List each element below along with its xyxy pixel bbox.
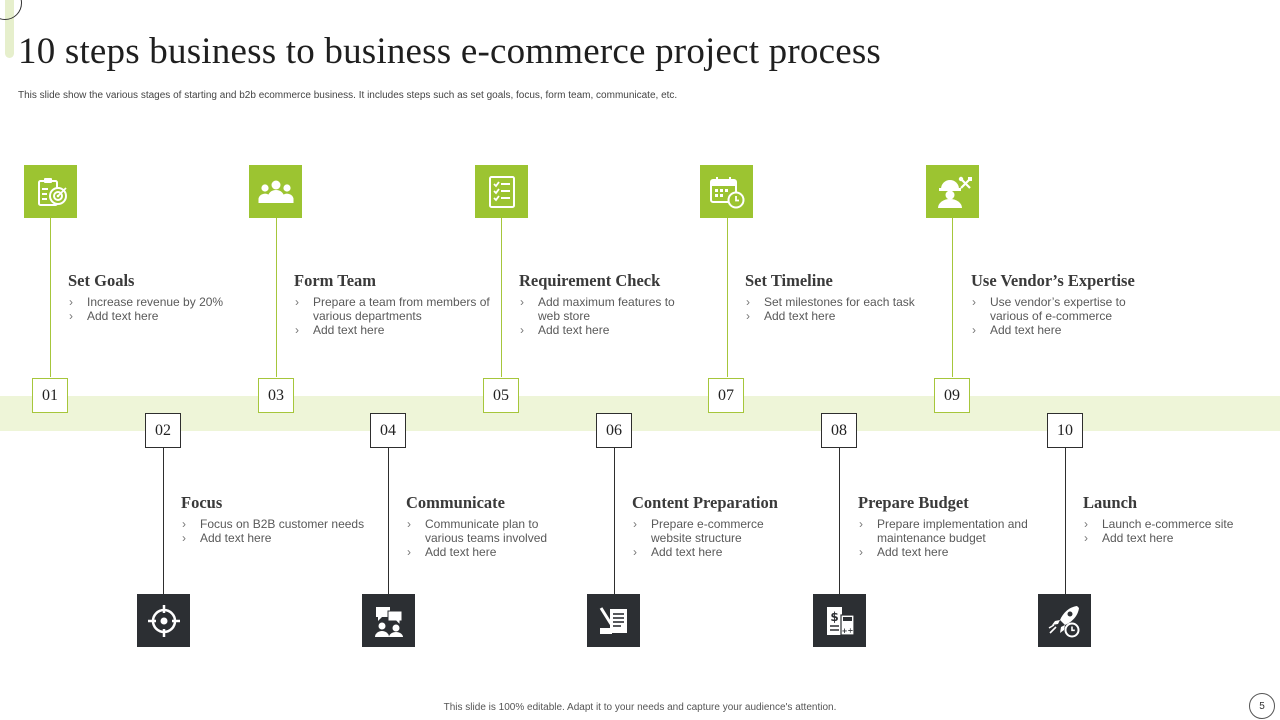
goal-target-icon [24, 165, 77, 218]
step-title: Use Vendor’s Expertise [971, 271, 1135, 290]
bullet-item: Add text here [971, 323, 1141, 337]
step-title: Content Preparation [632, 493, 778, 512]
connector-line [388, 448, 389, 594]
bullet-item: Add text here [68, 309, 243, 323]
connector-line [727, 217, 728, 377]
connector-line [614, 448, 615, 594]
step-bullets: Increase revenue by 20% Add text here [68, 295, 243, 323]
bullet-item: Add maximum features to web store [519, 295, 694, 323]
step-number-badge: 05 [483, 378, 519, 413]
connector-line [163, 448, 164, 594]
bullet-item: Set milestones for each task [745, 295, 935, 309]
page-subtitle: This slide show the various stages of st… [18, 90, 678, 101]
calendar-clock-icon [700, 165, 753, 218]
bullet-item: Prepare implementation and maintenance b… [858, 517, 1038, 545]
step-number-badge: 08 [821, 413, 857, 448]
bullet-item: Increase revenue by 20% [68, 295, 243, 309]
step-bullets: Use vendor’s expertise to various of e-c… [971, 295, 1141, 337]
bullet-item: Focus on B2B customer needs [181, 517, 376, 531]
bullet-item: Use vendor’s expertise to various of e-c… [971, 295, 1141, 323]
bullet-item: Add text here [181, 531, 376, 545]
svg-text:$: $ [830, 610, 838, 624]
step-number-badge: 02 [145, 413, 181, 448]
connector-line [50, 217, 51, 377]
bullet-item: Prepare a team from members of various d… [294, 295, 494, 323]
step-number-badge: 07 [708, 378, 744, 413]
timeline-band [0, 396, 1280, 431]
connector-line [276, 217, 277, 377]
content-writing-icon [587, 594, 640, 647]
step-title: Form Team [294, 271, 377, 290]
step-title: Communicate [406, 493, 505, 512]
step-number-badge: 04 [370, 413, 406, 448]
step-title: Prepare Budget [858, 493, 969, 512]
decorative-bar [5, 0, 14, 58]
page-title: 10 steps business to business e-commerce… [18, 31, 882, 72]
checklist-icon [475, 165, 528, 218]
page-number: 5 [1249, 693, 1275, 719]
decorative-circle [0, 0, 22, 20]
budget-calculator-icon: $ +÷ [813, 594, 866, 647]
step-number-badge: 01 [32, 378, 68, 413]
bullet-item: Add text here [406, 545, 576, 559]
bullet-item: Add text here [858, 545, 1038, 559]
step-title: Set Goals [68, 271, 135, 290]
worker-tools-icon [926, 165, 979, 218]
bullet-item: Add text here [294, 323, 494, 337]
step-bullets: Prepare implementation and maintenance b… [858, 517, 1038, 559]
step-bullets: Prepare a team from members of various d… [294, 295, 494, 337]
bullet-item: Prepare e-commerce website structure [632, 517, 802, 545]
step-bullets: Focus on B2B customer needs Add text her… [181, 517, 376, 545]
bullet-item: Add text here [519, 323, 694, 337]
step-bullets: Communicate plan to various teams involv… [406, 517, 576, 559]
bullet-item: Add text here [745, 309, 935, 323]
bullet-item: Communicate plan to various teams involv… [406, 517, 576, 545]
step-number-badge: 03 [258, 378, 294, 413]
step-bullets: Set milestones for each task Add text he… [745, 295, 935, 323]
step-number-badge: 10 [1047, 413, 1083, 448]
connector-line [501, 217, 502, 377]
connector-line [839, 448, 840, 594]
connector-line [1065, 448, 1066, 594]
svg-text:+÷: +÷ [841, 627, 853, 635]
step-number-badge: 09 [934, 378, 970, 413]
step-bullets: Launch e-commerce site Add text here [1083, 517, 1263, 545]
crosshair-icon [137, 594, 190, 647]
team-icon [249, 165, 302, 218]
step-bullets: Prepare e-commerce website structure Add… [632, 517, 802, 559]
bullet-item: Add text here [632, 545, 802, 559]
bullet-item: Add text here [1083, 531, 1263, 545]
bullet-item: Launch e-commerce site [1083, 517, 1263, 531]
step-title: Focus [181, 493, 223, 512]
footer-note: This slide is 100% editable. Adapt it to… [443, 702, 837, 713]
step-number-badge: 06 [596, 413, 632, 448]
connector-line [952, 217, 953, 377]
step-bullets: Add maximum features to web store Add te… [519, 295, 694, 337]
discussion-icon [362, 594, 415, 647]
step-title: Launch [1083, 493, 1138, 512]
rocket-clock-icon [1038, 594, 1091, 647]
step-title: Set Timeline [745, 271, 833, 290]
step-title: Requirement Check [519, 271, 661, 290]
